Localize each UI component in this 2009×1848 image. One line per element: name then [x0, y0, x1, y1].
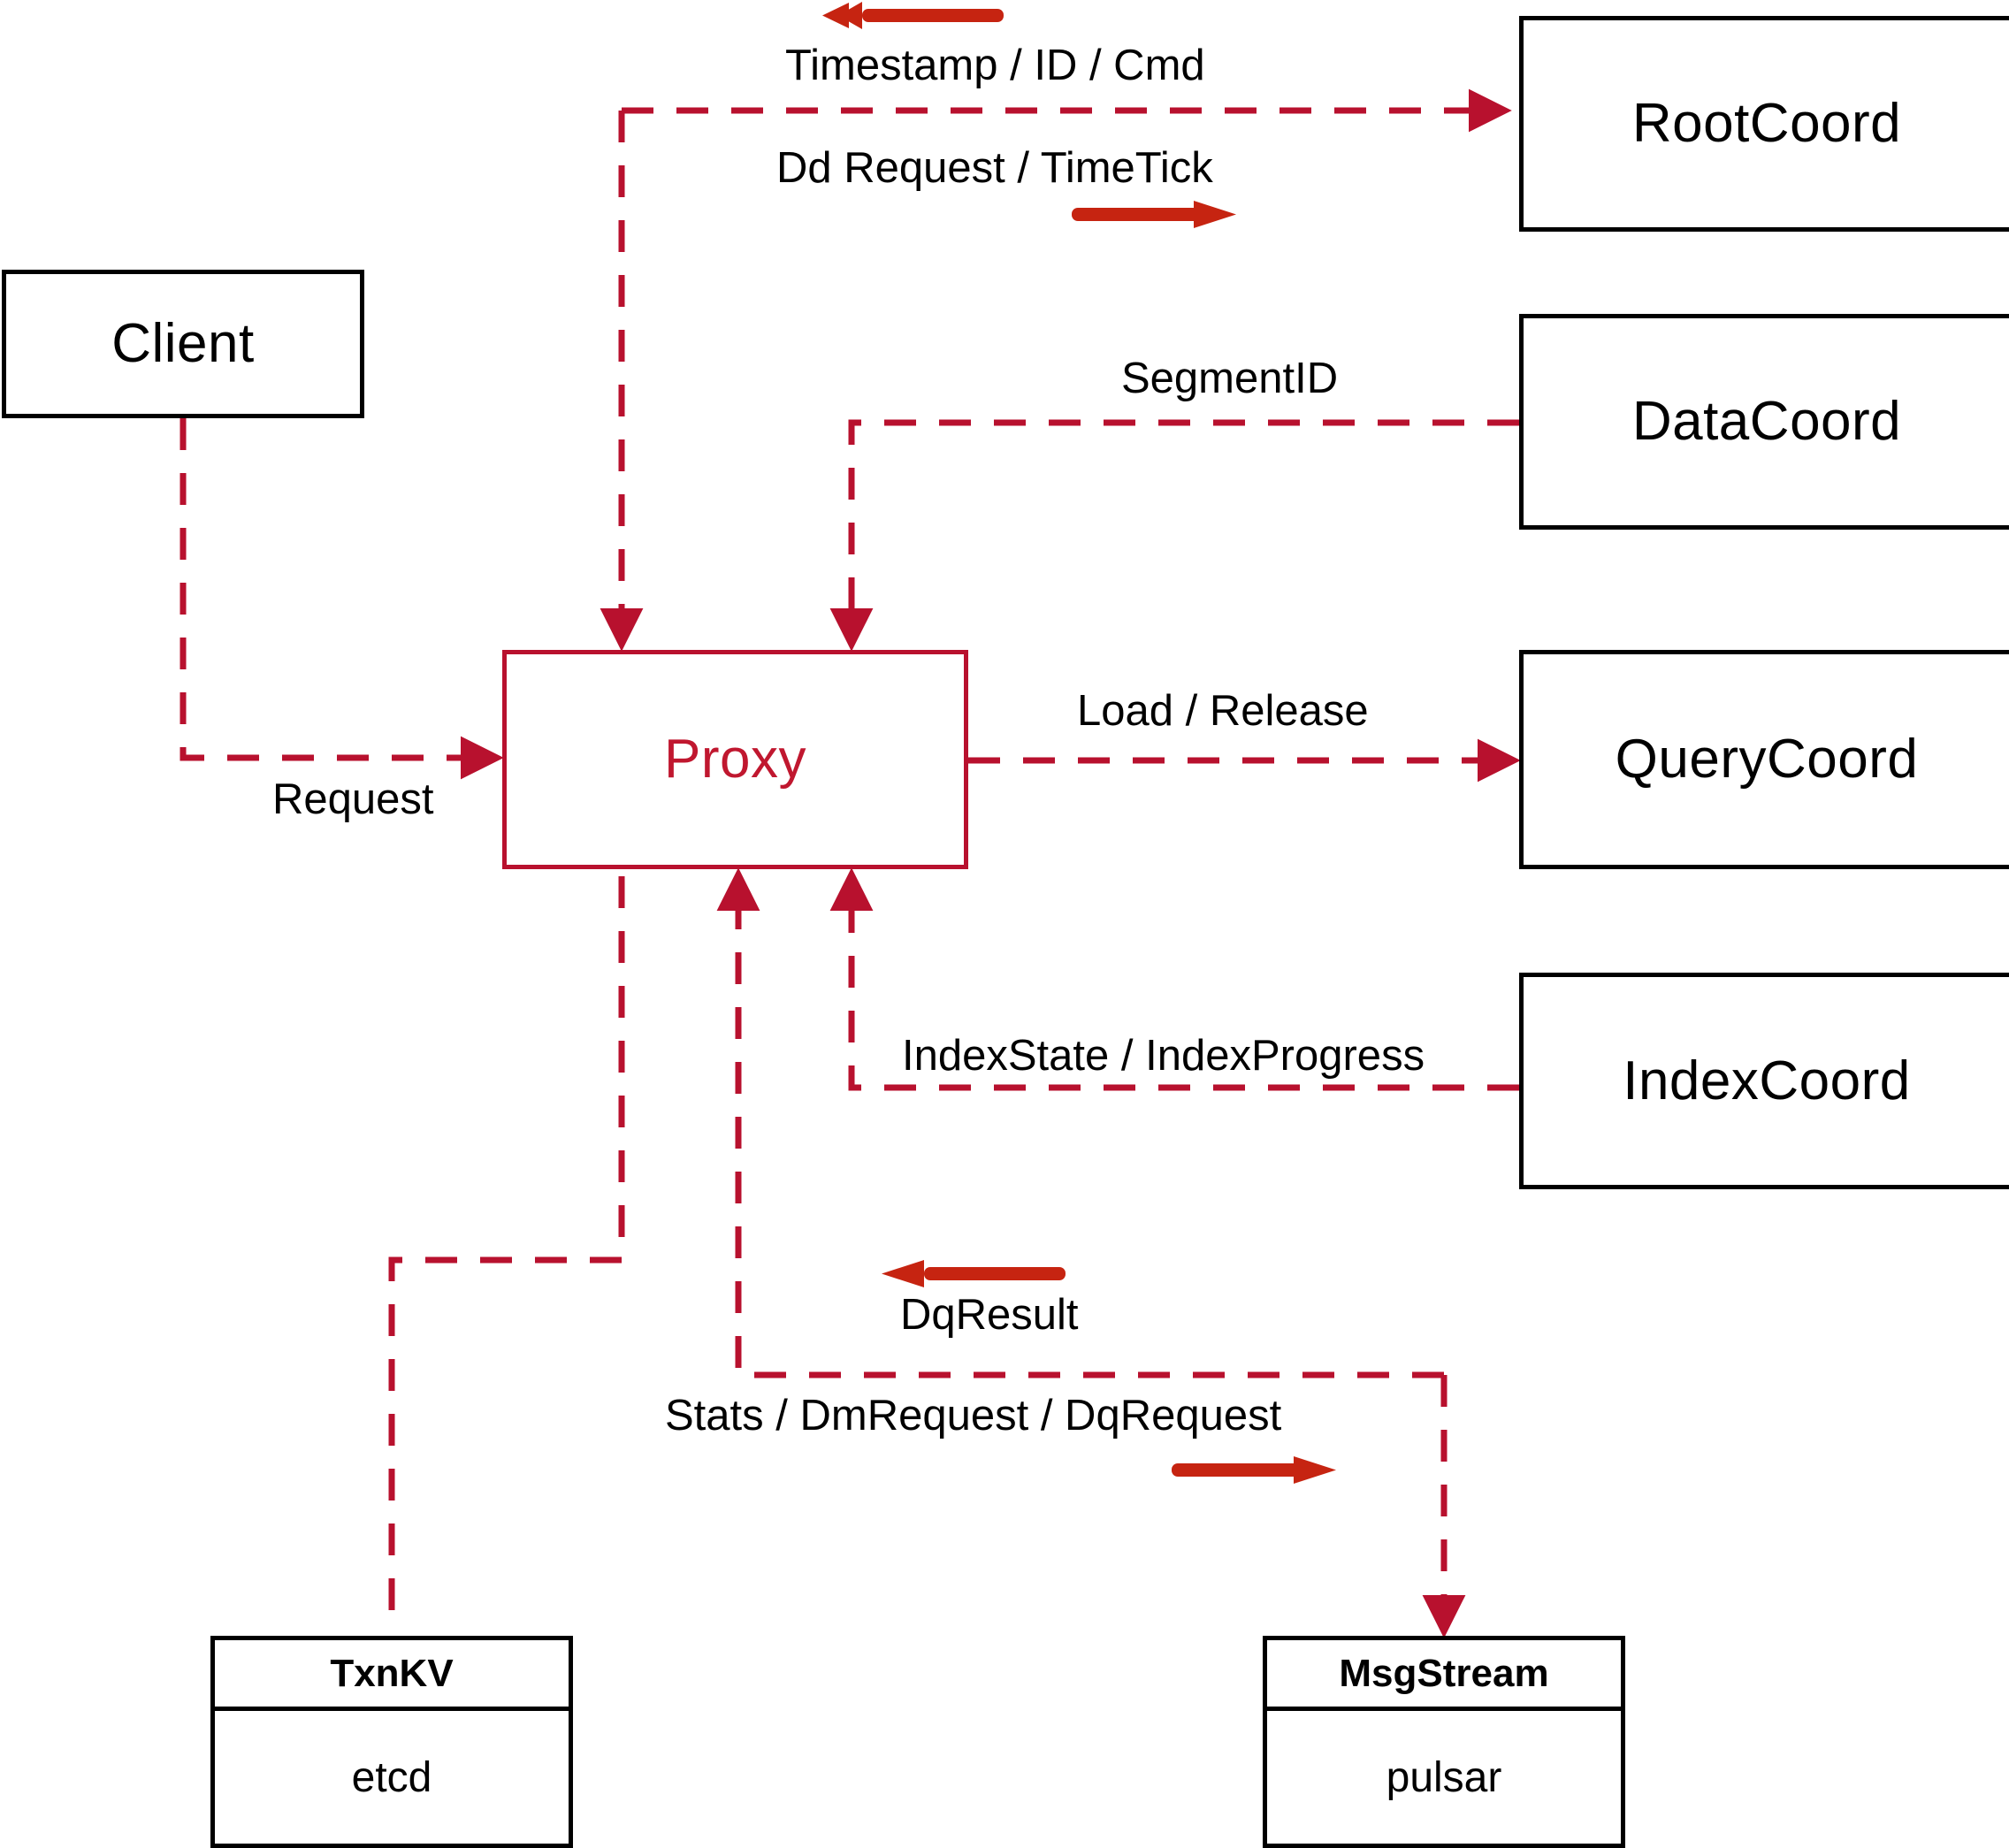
node-proxy-label: Proxy: [664, 729, 806, 790]
wire-datacoord-to-proxy: [829, 419, 1519, 652]
node-querycoord-label: QueryCoord: [1615, 729, 1919, 790]
node-txnkv-header-label: TxnKV: [330, 1651, 454, 1695]
node-indexcoord[interactable]: IndexCoord: [1519, 973, 2009, 1189]
arrow-stats-icon: [1172, 1456, 1336, 1484]
node-querycoord[interactable]: QueryCoord: [1519, 650, 2009, 869]
node-txnkv-body-label: etcd: [351, 1753, 432, 1801]
node-client-label: Client: [111, 313, 255, 374]
node-proxy[interactable]: Proxy: [502, 650, 968, 869]
node-indexcoord-label: IndexCoord: [1623, 1050, 1911, 1111]
edge-label-dqresult: DqResult: [900, 1291, 1079, 1339]
arrow-dd-timetick-icon: [1072, 201, 1236, 228]
node-txnkv-header: TxnKV: [215, 1640, 569, 1711]
wire-msgstream-to-proxy: [716, 867, 1444, 1378]
arrow-ts-id-cmd-icon: [822, 2, 1004, 29]
edge-label-stats-dmrequest-dqrequest: Stats / DmRequest / DqRequest: [665, 1392, 1282, 1439]
node-msgstream[interactable]: MsgStream pulsar: [1263, 1636, 1625, 1848]
edge-label-segmentid: SegmentID: [1121, 355, 1339, 402]
node-rootcoord-label: RootCoord: [1631, 93, 1902, 154]
node-txnkv-body: etcd: [215, 1711, 569, 1844]
edge-label-request: Request: [272, 775, 434, 823]
wire-proxy-to-txnkv: [388, 876, 625, 1631]
edge-label-timestamp-id-cmd: Timestamp / ID / Cmd: [785, 42, 1205, 89]
node-msgstream-header-label: MsgStream: [1339, 1651, 1549, 1695]
node-msgstream-body: pulsar: [1267, 1711, 1621, 1844]
node-rootcoord[interactable]: RootCoord: [1519, 16, 2009, 232]
node-msgstream-header: MsgStream: [1267, 1640, 1621, 1711]
node-datacoord[interactable]: DataCoord: [1519, 314, 2009, 530]
node-msgstream-body-label: pulsar: [1386, 1753, 1502, 1801]
arrow-dqresult-icon: [882, 1260, 1066, 1287]
edge-label-load-release: Load / Release: [1077, 687, 1369, 735]
node-datacoord-label: DataCoord: [1631, 391, 1902, 452]
node-txnkv[interactable]: TxnKV etcd: [210, 1636, 573, 1848]
node-client[interactable]: Client: [2, 270, 364, 418]
wire-client-to-proxy: [180, 418, 504, 780]
edge-label-indexstate-indexprogress: IndexState / IndexProgress: [902, 1032, 1425, 1080]
edge-label-dd-request-timetick: Dd Request / TimeTick: [776, 144, 1213, 192]
